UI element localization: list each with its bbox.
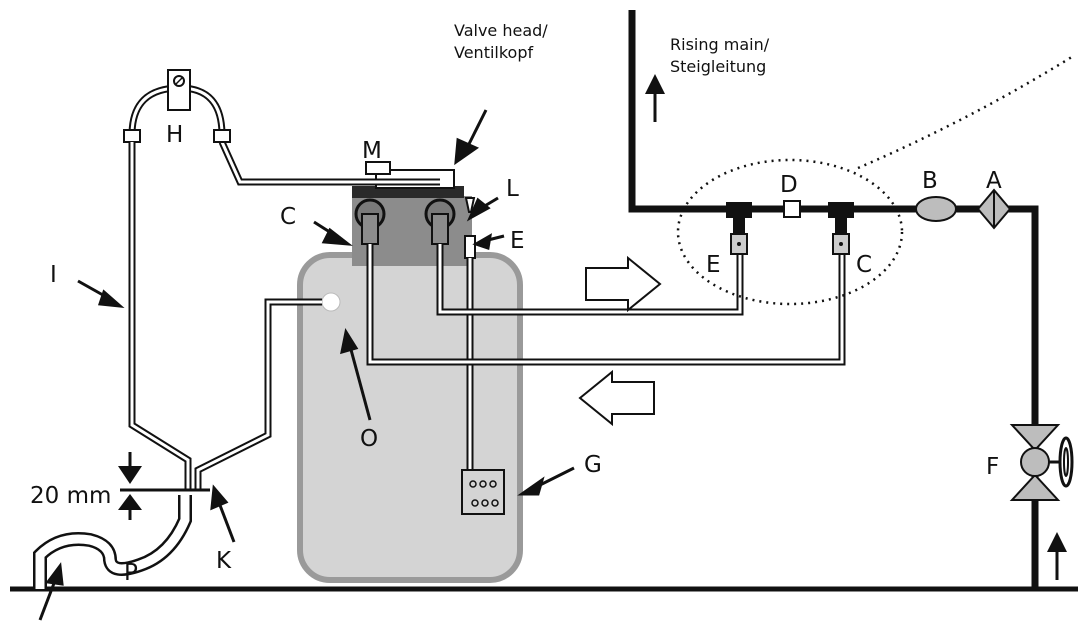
- label-h: H: [166, 122, 183, 148]
- label-b: B: [922, 168, 938, 194]
- supply-up-arrow: [1047, 532, 1067, 580]
- valve-b: [915, 196, 957, 222]
- rising-main-pipe: [628, 10, 1039, 589]
- label-e-junction: E: [706, 252, 721, 278]
- detail-ellipse: [676, 158, 904, 306]
- motor-cap: [365, 161, 391, 175]
- label-e-head: E: [510, 228, 525, 254]
- flow-arrow-left: [578, 369, 655, 427]
- label-p: P: [124, 560, 138, 586]
- label-c-junction: C: [856, 252, 872, 278]
- rising-main-up-arrow: [645, 74, 665, 122]
- brine-valve-l: [464, 197, 476, 213]
- pointer-arrows: [38, 109, 575, 621]
- measure-label: 20 mm: [30, 483, 111, 509]
- valve-head-label-line1: Valve head/: [454, 21, 548, 40]
- stop-valve-f: [1009, 424, 1074, 501]
- valve-head-label-line2: Ventilkopf: [454, 43, 533, 62]
- air-gap-h-right-fitting: [213, 129, 231, 143]
- label-d: D: [780, 172, 798, 198]
- inlet-connector-c-body: [361, 213, 379, 245]
- drain-hose-i: [128, 142, 192, 490]
- air-gap-measure: [118, 452, 142, 520]
- label-c-head: C: [280, 204, 296, 230]
- outlet-connector-e-body: [431, 213, 449, 245]
- rising-main-label-line1: Rising main/: [670, 35, 770, 54]
- junction-c: [828, 202, 854, 218]
- label-l: L: [506, 176, 519, 202]
- label-i: I: [50, 262, 57, 288]
- bypass-valve-d: [783, 200, 801, 218]
- brine-filter-droplets: [469, 480, 499, 507]
- junction-e: [726, 202, 752, 218]
- rising-main-label-line2: Steigleitung: [670, 57, 766, 76]
- label-a: A: [986, 168, 1002, 194]
- brine-filter-g: [461, 469, 505, 515]
- label-m: M: [362, 138, 382, 164]
- detail-leader: [857, 53, 1076, 170]
- label-f: F: [986, 454, 999, 480]
- brine-tube-top: [464, 235, 476, 259]
- air-gap-h-left-fitting: [123, 129, 141, 143]
- label-k: K: [216, 548, 232, 574]
- overflow-port: [321, 292, 341, 312]
- label-o: O: [360, 426, 378, 452]
- label-g: G: [584, 452, 602, 478]
- flow-arrow-right: [585, 255, 662, 313]
